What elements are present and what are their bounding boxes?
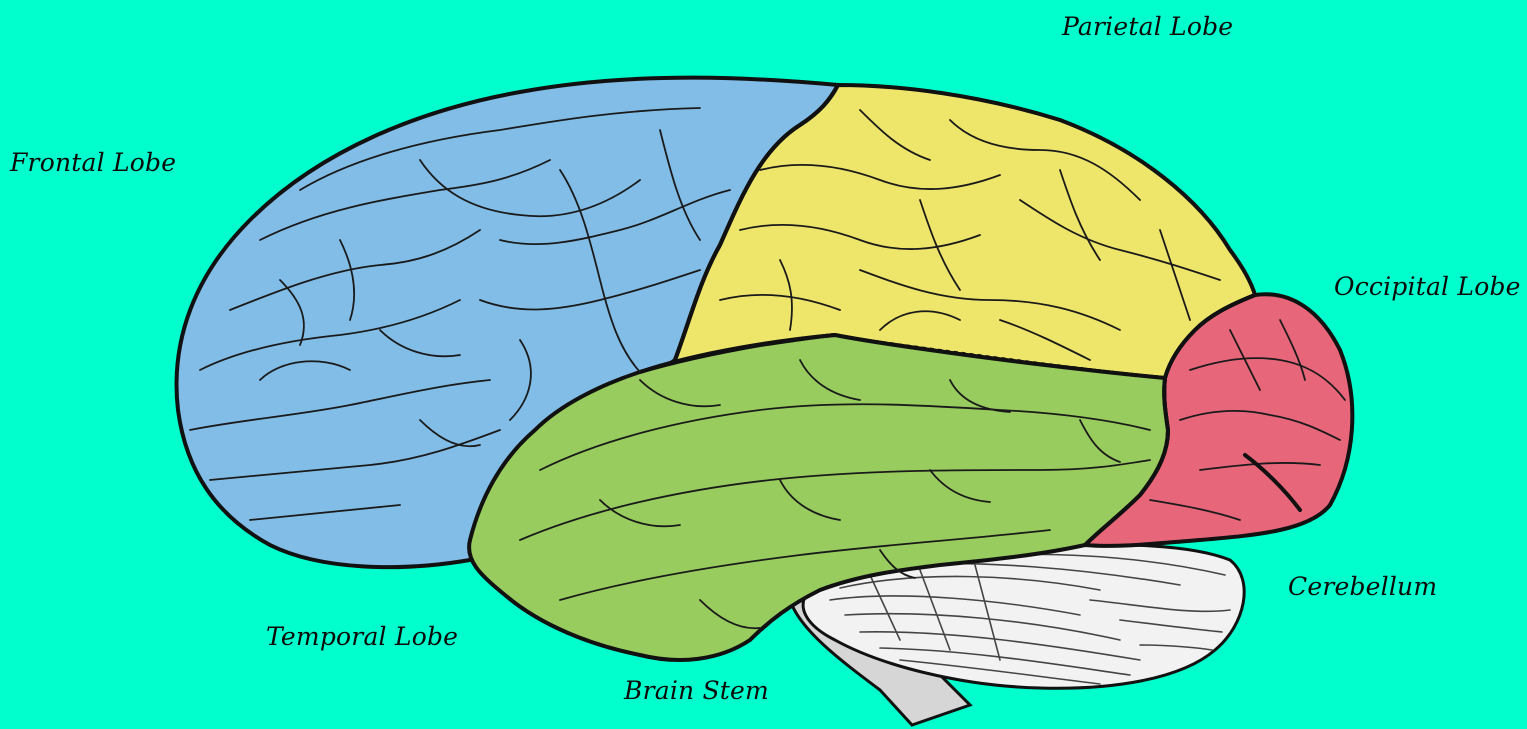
cerebellum-label: Cerebellum	[1288, 572, 1437, 601]
occipital-lobe-label: Occipital Lobe	[1334, 272, 1521, 301]
temporal-lobe-label: Temporal Lobe	[266, 622, 458, 651]
brain-stem-label: Brain Stem	[624, 676, 769, 705]
parietal-lobe-label: Parietal Lobe	[1062, 12, 1233, 41]
frontal-lobe-label: Frontal Lobe	[10, 148, 176, 177]
